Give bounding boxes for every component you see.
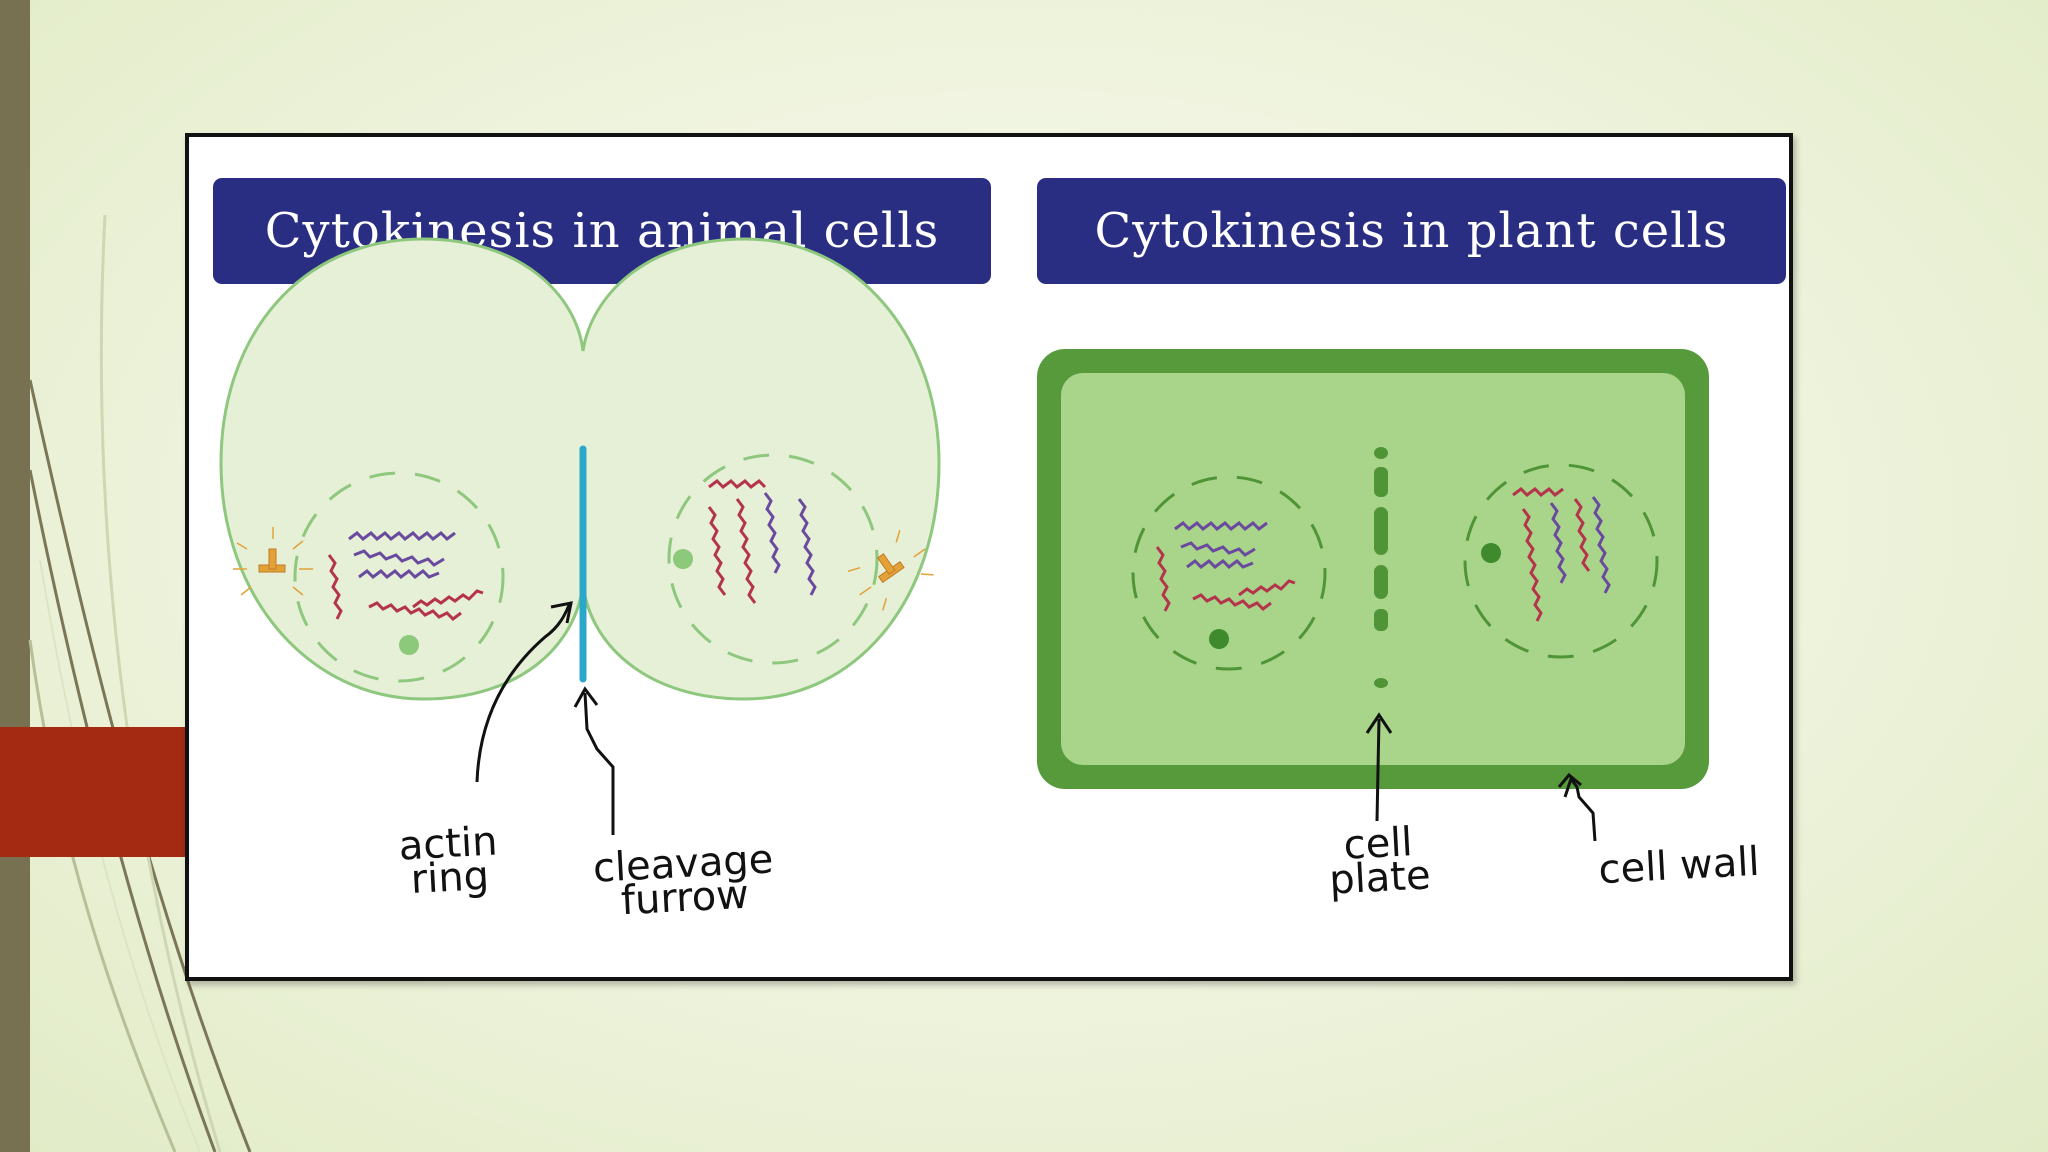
chromosome <box>708 479 767 489</box>
cell-wall-arrow <box>1563 775 1597 842</box>
chromosome <box>1238 579 1296 597</box>
chromosome <box>358 569 440 579</box>
actin-ring-arrowhead <box>550 601 573 624</box>
left-centrosome <box>233 527 313 596</box>
chromosome <box>1180 541 1256 557</box>
nucleolus <box>1481 543 1501 563</box>
chromosome <box>368 601 462 621</box>
cell-plate-vesicles <box>1374 447 1388 688</box>
actin-ring-label: actin ring <box>357 818 540 903</box>
chromosome <box>735 498 757 604</box>
chromosome <box>763 492 781 574</box>
chromosome <box>1174 521 1268 531</box>
nucleolus <box>673 549 693 569</box>
chromosome <box>1521 508 1543 622</box>
cytokinesis-diagram <box>219 237 1709 842</box>
chromosome <box>327 554 343 620</box>
cleavage-furrow-arrowhead <box>573 686 599 708</box>
chromosome <box>348 531 456 541</box>
plant-cytoplasm <box>1061 373 1685 765</box>
accent-red-block <box>0 727 190 857</box>
chromosome <box>1186 559 1254 569</box>
cell-wall-label: cell wall <box>1578 838 1780 894</box>
chromosome <box>412 589 484 609</box>
plant-left-nucleus <box>1131 475 1327 671</box>
right-centrosome <box>847 529 934 611</box>
cell-plate-arrowhead <box>1365 712 1393 734</box>
nucleolus <box>1209 629 1229 649</box>
chromosome <box>797 498 817 596</box>
chromosome <box>1591 496 1611 594</box>
figure-frame: Cytokinesis in animal cells Cytokinesis … <box>185 133 1793 981</box>
cell-wall-label-text: cell wall <box>1597 838 1761 894</box>
chromosome <box>1155 546 1171 612</box>
actin-ring-arrow <box>475 604 571 783</box>
cell-wall-arrowhead <box>1557 772 1582 788</box>
animal-dividing-cell <box>219 237 941 701</box>
chromosome <box>1549 502 1567 584</box>
cleavage-furrow-label: cleavage furrow <box>567 836 800 924</box>
slide-side-bar <box>0 0 30 1152</box>
chromosome <box>1512 487 1564 497</box>
animal-right-nucleus <box>667 453 879 665</box>
chromosome <box>1573 498 1591 572</box>
plant-cells-title: Cytokinesis in plant cells <box>1037 178 1786 284</box>
cell-plate-arrow <box>1375 718 1381 822</box>
cleavage-furrow-arrow <box>583 692 615 835</box>
cell-plate-label: cell plate <box>1297 819 1460 903</box>
plant-right-nucleus <box>1463 463 1659 659</box>
chromosome <box>353 549 445 567</box>
animal-left-nucleus <box>293 471 505 683</box>
nucleolus <box>399 635 419 655</box>
chromosome <box>707 506 727 596</box>
chromosome <box>1192 593 1272 611</box>
